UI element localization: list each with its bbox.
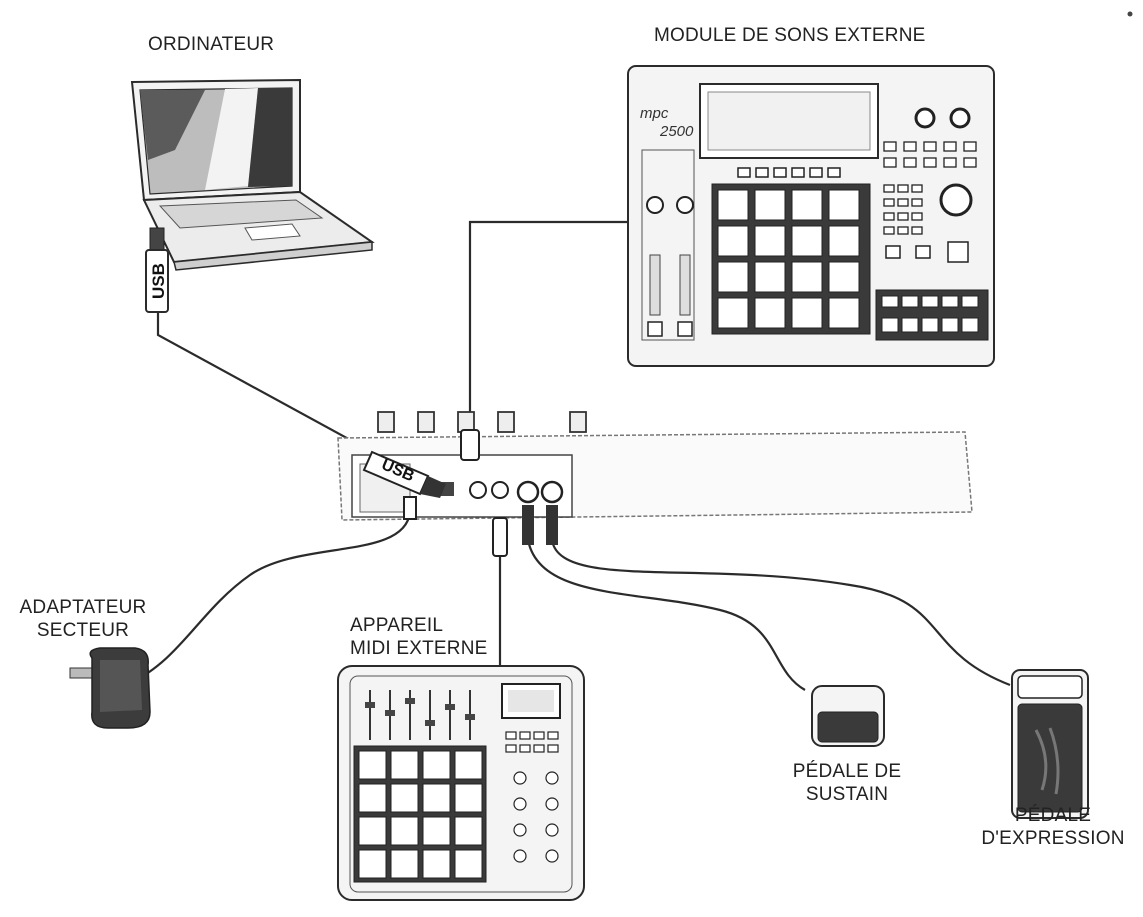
- computer-laptop: [130, 78, 375, 271]
- label-sustain-pedal: PÉDALE DE SUSTAIN: [772, 760, 922, 806]
- usb-cable: [156, 310, 421, 479]
- module-logo-2500: 2500: [659, 123, 694, 140]
- power-cable: [129, 511, 412, 684]
- cables: [129, 220, 1011, 691]
- label-midi-device-line2: MIDI EXTERNE: [350, 638, 488, 659]
- expression-pedal: [1011, 669, 1089, 819]
- module-left-controls: [641, 149, 695, 341]
- power-adapter: [69, 647, 151, 729]
- pedal-plugs: [522, 505, 558, 545]
- label-sustain-pedal-line1: PÉDALE DE: [792, 761, 902, 782]
- expression-cable: [550, 539, 1011, 687]
- label-midi-device: APPAREIL MIDI EXTERNE: [350, 614, 488, 660]
- module-logo-mpc: mpc: [640, 105, 669, 122]
- module-top-buttons: [737, 167, 841, 178]
- label-sound-module: MODULE DE SONS EXTERNE: [654, 25, 926, 46]
- usb-tag-vertical: USB: [149, 263, 168, 299]
- sound-module-device: mpc 2500: [627, 65, 995, 367]
- label-expression-pedal: PÉDALE D'EXPRESSION: [970, 804, 1136, 850]
- power-plug-unit: [403, 496, 417, 520]
- label-power-adapter-line1: ADAPTATEUR: [19, 597, 147, 618]
- corner-mark: [1127, 11, 1133, 17]
- label-sustain-pedal-line2: SUSTAIN: [805, 784, 889, 805]
- sustain-pedal: [811, 685, 885, 747]
- usb-plug-top: USB: [145, 227, 169, 313]
- sound-module-cable: [468, 220, 628, 418]
- label-expression-pedal-line2: D'EXPRESSION: [981, 828, 1125, 849]
- module-pad-grid: [711, 183, 871, 335]
- label-power-adapter-line2: SECTEUR: [36, 620, 130, 641]
- midi-device: [337, 665, 585, 901]
- midi-out-plug: [460, 429, 480, 461]
- sustain-cable: [526, 539, 806, 691]
- midi-plug-down: [492, 517, 508, 557]
- label-midi-device-line1: APPAREIL: [350, 615, 444, 636]
- module-right-controls: [875, 107, 989, 341]
- label-expression-pedal-line1: PÉDALE: [1014, 805, 1092, 826]
- main-keyboard-unit: [337, 411, 973, 521]
- label-power-adapter: ADAPTATEUR SECTEUR: [8, 596, 158, 642]
- label-computer: ORDINATEUR: [148, 34, 275, 55]
